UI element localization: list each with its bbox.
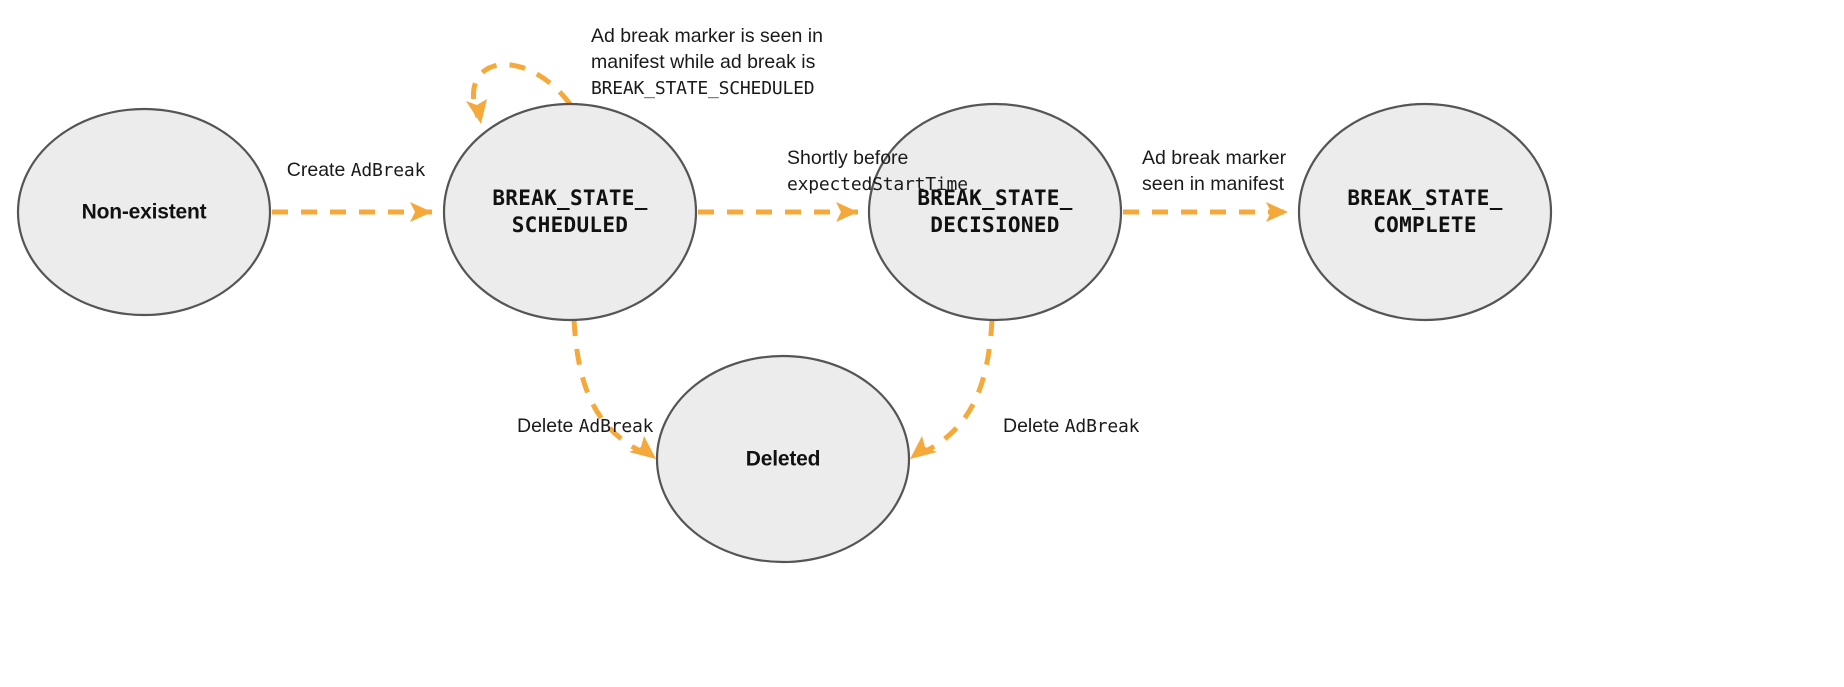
text-run: Delete xyxy=(517,415,579,437)
edge-decisioned-to-deleted-arrowhead xyxy=(910,436,937,459)
edge-label-line: BREAK_STATE_SCHEDULED xyxy=(591,75,823,102)
text-run: manifest while ad break is xyxy=(591,51,816,73)
edge-scheduled-self-loop-arrowhead xyxy=(466,99,487,124)
edge-label-line: Create AdBreak xyxy=(286,157,426,184)
edge-label-line: manifest while ad break is xyxy=(591,49,823,75)
code-token: expectedStartTime xyxy=(787,174,968,195)
text-run: Delete xyxy=(1003,415,1065,437)
edge-label-line: Delete AdBreak xyxy=(1003,413,1139,440)
edge-label-scheduled-to-deleted: Delete AdBreak xyxy=(517,413,653,440)
edge-scheduled-to-deleted xyxy=(571,319,656,459)
node-non-existent[interactable] xyxy=(16,107,272,317)
edge-label-scheduled-to-decisioned: Shortly before expectedStartTime xyxy=(787,145,968,198)
edge-scheduled-to-decisioned-arrowhead xyxy=(836,202,858,222)
node-break-state-decisioned[interactable] xyxy=(867,102,1123,322)
edge-create-adbreak-arrowhead xyxy=(410,202,432,222)
edge-label-line: seen in manifest xyxy=(1142,171,1286,197)
code-token: AdBreak xyxy=(578,416,654,437)
edge-label-line: Shortly before xyxy=(787,145,968,171)
code-token: AdBreak xyxy=(350,160,426,181)
edge-create-adbreak xyxy=(272,202,432,222)
text-run: seen in manifest xyxy=(1142,173,1284,195)
edge-label-decisioned-to-complete: Ad break marker seen in manifest xyxy=(1142,145,1286,197)
edge-decisioned-to-deleted-path xyxy=(916,319,995,458)
edge-label-create-adbreak: Create AdBreak xyxy=(286,157,426,184)
text-run: Ad break marker is seen in xyxy=(591,25,823,47)
text-run: Create xyxy=(286,159,351,181)
node-deleted[interactable] xyxy=(655,354,911,564)
edge-label-line: Ad break marker xyxy=(1142,145,1286,171)
code-token: BREAK_STATE_SCHEDULED xyxy=(591,78,815,99)
code-token: AdBreak xyxy=(1064,416,1140,437)
edge-scheduled-to-deleted-path xyxy=(571,319,650,458)
edge-decisioned-to-complete-arrowhead xyxy=(1266,202,1288,222)
edge-label-scheduled-self-loop: Ad break marker is seen in manifest while… xyxy=(591,23,823,102)
edge-label-line: expectedStartTime xyxy=(787,171,968,198)
edge-decisioned-to-complete xyxy=(1123,202,1288,222)
edge-scheduled-to-decisioned xyxy=(698,202,858,222)
edge-label-decisioned-to-deleted: Delete AdBreak xyxy=(1003,413,1139,440)
node-break-state-complete[interactable] xyxy=(1297,102,1553,322)
edge-decisioned-to-deleted xyxy=(910,319,995,459)
edge-label-line: Delete AdBreak xyxy=(517,413,653,440)
edge-label-line: Ad break marker is seen in xyxy=(591,23,823,49)
edge-scheduled-self-loop xyxy=(466,62,572,124)
edge-scheduled-to-deleted-arrowhead xyxy=(629,436,656,459)
node-break-state-scheduled[interactable] xyxy=(442,102,698,322)
edge-scheduled-self-loop-path xyxy=(470,62,572,118)
text-run: Ad break marker xyxy=(1142,147,1287,169)
text-run: Shortly before xyxy=(787,147,909,169)
